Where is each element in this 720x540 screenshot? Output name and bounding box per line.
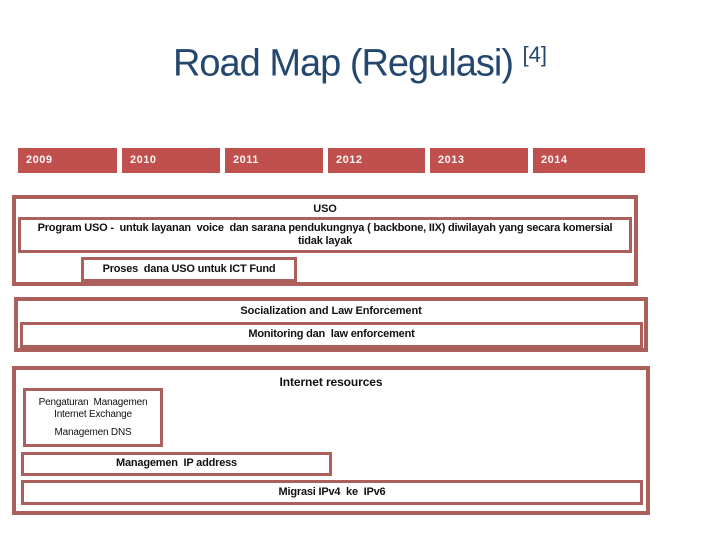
timeline-year-bar: 2009 2010 2011 2012 2013 2014 (18, 148, 647, 173)
timeline-year-2012: 2012 (328, 148, 425, 173)
socialization-section-title: Socialization and Law Enforcement (240, 305, 422, 317)
timeline-year-2009: 2009 (18, 148, 117, 173)
pengaturan-internet-exchange-box: Pengaturan Managemen Internet Exchange M… (23, 388, 163, 447)
timeline-year-2014: 2014 (533, 148, 645, 173)
page-title: Road Map (Regulasi) [4] (0, 42, 720, 86)
title-superscript: [4] (522, 42, 548, 67)
internet-resources-title: Internet resources (279, 375, 383, 389)
migrasi-ipv4-ipv6-box: Migrasi IPv4 ke IPv6 (21, 480, 643, 505)
page-title-text: Road Map (Regulasi) (172, 42, 523, 85)
timeline-year-2013: 2013 (430, 148, 528, 173)
uso-proses-ict-fund-box: Proses dana USO untuk ICT Fund (81, 257, 297, 282)
uso-program-box: Program USO - untuk layanan voice dan sa… (18, 217, 632, 253)
pengaturan-internet-exchange-label: Pengaturan Managemen Internet Exchange (38, 396, 150, 420)
monitoring-law-enforcement-box: Monitoring dan law enforcement (20, 322, 643, 348)
managemen-ip-address-box: Managemen IP address (21, 452, 332, 476)
managemen-dns-label: Managemen DNS (54, 426, 132, 438)
uso-section-title: USO (313, 203, 337, 215)
timeline-year-2011: 2011 (225, 148, 323, 173)
timeline-year-2010: 2010 (122, 148, 220, 173)
